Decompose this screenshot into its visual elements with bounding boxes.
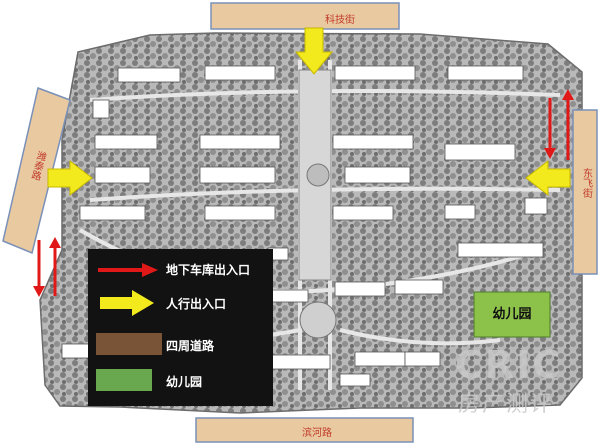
- red-arrow-icon: [98, 263, 158, 277]
- legend-label-garage: 地下车库出入口: [166, 263, 251, 277]
- residential-buildings: [61, 65, 548, 387]
- south-plaza: [299, 301, 337, 339]
- pedestrian-arrow-north: [294, 27, 334, 75]
- road-label-north: 科技街: [325, 13, 355, 26]
- road-north: [210, 2, 400, 30]
- watermark-subtitle: 房产测评: [458, 392, 555, 417]
- legend-label-roads: 四周道路: [166, 339, 215, 353]
- legend-label-pedestrian: 人行出入口: [166, 297, 227, 311]
- kindergarten-area: [473, 291, 551, 338]
- pedestrian-arrow-east: [525, 159, 571, 197]
- pedestrian-entrances: [47, 27, 571, 197]
- yellow-arrow-icon: [100, 290, 154, 316]
- central-roundabout: [306, 163, 330, 187]
- legend-label-kindergarten: 幼儿园: [166, 375, 203, 389]
- kindergarten-label: 幼儿园: [492, 306, 531, 322]
- road-swatch: [96, 333, 162, 355]
- legend-item-kindergarten: 幼儿园: [88, 367, 273, 397]
- watermark-logo: CRIC: [455, 343, 563, 387]
- garage-entrances: [33, 89, 574, 297]
- legend-item-garage: 地下车库出入口: [88, 255, 273, 285]
- road-label-east: 东飞街: [581, 167, 593, 199]
- road-west: [2, 86, 71, 255]
- legend-item-pedestrian: 人行出入口: [88, 289, 273, 319]
- road-south: [195, 417, 414, 443]
- kindergarten-swatch: [96, 369, 152, 391]
- map-legend: 地下车库出入口 人行出入口 四周道路 幼儿园: [88, 249, 273, 406]
- road-label-south: 滨河路: [302, 426, 332, 439]
- road-east: [572, 109, 598, 275]
- legend-item-roads: 四周道路: [88, 331, 273, 361]
- pedestrian-arrow-west: [47, 159, 93, 197]
